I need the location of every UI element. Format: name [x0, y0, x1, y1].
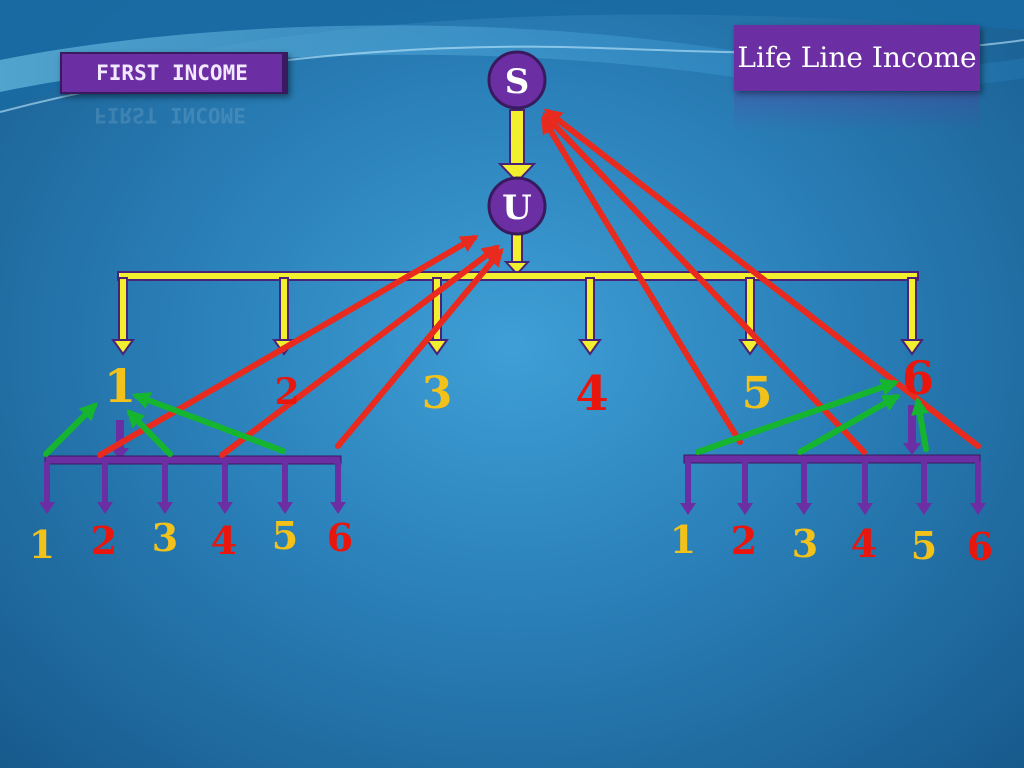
slide-title-reflection [734, 92, 980, 132]
right-drop-5 [916, 461, 932, 515]
level1-number-3: 3 [422, 368, 453, 419]
s-to-u-arrow [497, 109, 537, 184]
right-drop-3 [796, 461, 812, 515]
green-income-arrows [43, 378, 929, 457]
right-drop-6 [970, 461, 986, 515]
right-number-1: 1 [670, 517, 696, 562]
green-arrow-left1-to-node1 [43, 402, 98, 457]
right-drop-2 [737, 461, 753, 515]
u-to-bar-connector [503, 227, 531, 276]
left-drop-2 [97, 462, 113, 514]
green-arrow-right3-to-node6 [797, 394, 901, 455]
level1-number-1: 1 [104, 359, 136, 413]
first-income-reflection: FIRST INCOME [94, 103, 246, 127]
left-number-4: 4 [211, 518, 237, 563]
right-drop-1 [680, 461, 696, 515]
red-income-arrows [97, 108, 981, 458]
level1-drop-6 [900, 277, 924, 356]
right-group-numbers: 1 2 3 4 5 6 [670, 517, 993, 569]
red-arrow-left6-to-u [335, 247, 504, 449]
user-node: U [487, 176, 547, 236]
level1-drop-4 [578, 277, 602, 356]
level1-drops [111, 277, 924, 356]
level1-numbers: 1 2 3 4 5 6 [104, 351, 934, 422]
green-arrow-right5-to-node6 [911, 396, 929, 452]
red-arrow-right6-to-s [543, 108, 981, 449]
red-arrow-right2-to-s [541, 115, 743, 445]
left-subtree-connectors [39, 420, 346, 514]
level1-number-6: 6 [902, 351, 934, 405]
level1-number-2: 2 [274, 371, 299, 413]
left-drop-3 [157, 462, 173, 514]
left-drop-1 [39, 462, 55, 514]
green-arrow-left3-to-node1 [126, 409, 173, 457]
left-number-1: 1 [29, 522, 55, 567]
sponsor-node: S [487, 50, 547, 110]
left-number-6: 6 [327, 515, 353, 560]
right-number-4: 4 [851, 521, 877, 566]
left-number-3: 3 [152, 515, 178, 560]
user-node-label: U [502, 188, 532, 228]
level1-drop-3 [425, 277, 449, 356]
first-income-label: FIRST INCOME [60, 52, 288, 94]
left-drop-6 [330, 462, 346, 514]
right-number-2: 2 [731, 518, 757, 563]
left-number-2: 2 [91, 518, 117, 563]
level1-number-4: 4 [575, 366, 608, 422]
red-arrow-right4-to-s [542, 112, 867, 455]
level1-number-5: 5 [742, 368, 773, 419]
red-arrow-left4-to-u [219, 244, 501, 458]
right-number-3: 3 [792, 521, 818, 566]
level1-drop-1 [111, 277, 135, 356]
right-drop-4 [857, 461, 873, 515]
right-number-6: 6 [967, 524, 993, 569]
left-number-5: 5 [272, 513, 298, 558]
level1-drop-5 [738, 277, 762, 356]
slide-title: Life Line Income [734, 25, 980, 91]
right-subtree-connectors [680, 405, 986, 515]
sponsor-node-label: S [505, 62, 530, 102]
left-drop-4 [217, 462, 233, 514]
red-arrow-left2-to-u [97, 235, 479, 458]
right-number-5: 5 [911, 523, 937, 568]
left-drop-5 [277, 462, 293, 514]
level1-bar [117, 271, 919, 281]
green-arrow-left5-to-node1 [131, 392, 286, 454]
left-group-numbers: 1 2 3 4 5 6 [29, 513, 353, 567]
green-arrow-right1-to-node6 [695, 378, 900, 455]
